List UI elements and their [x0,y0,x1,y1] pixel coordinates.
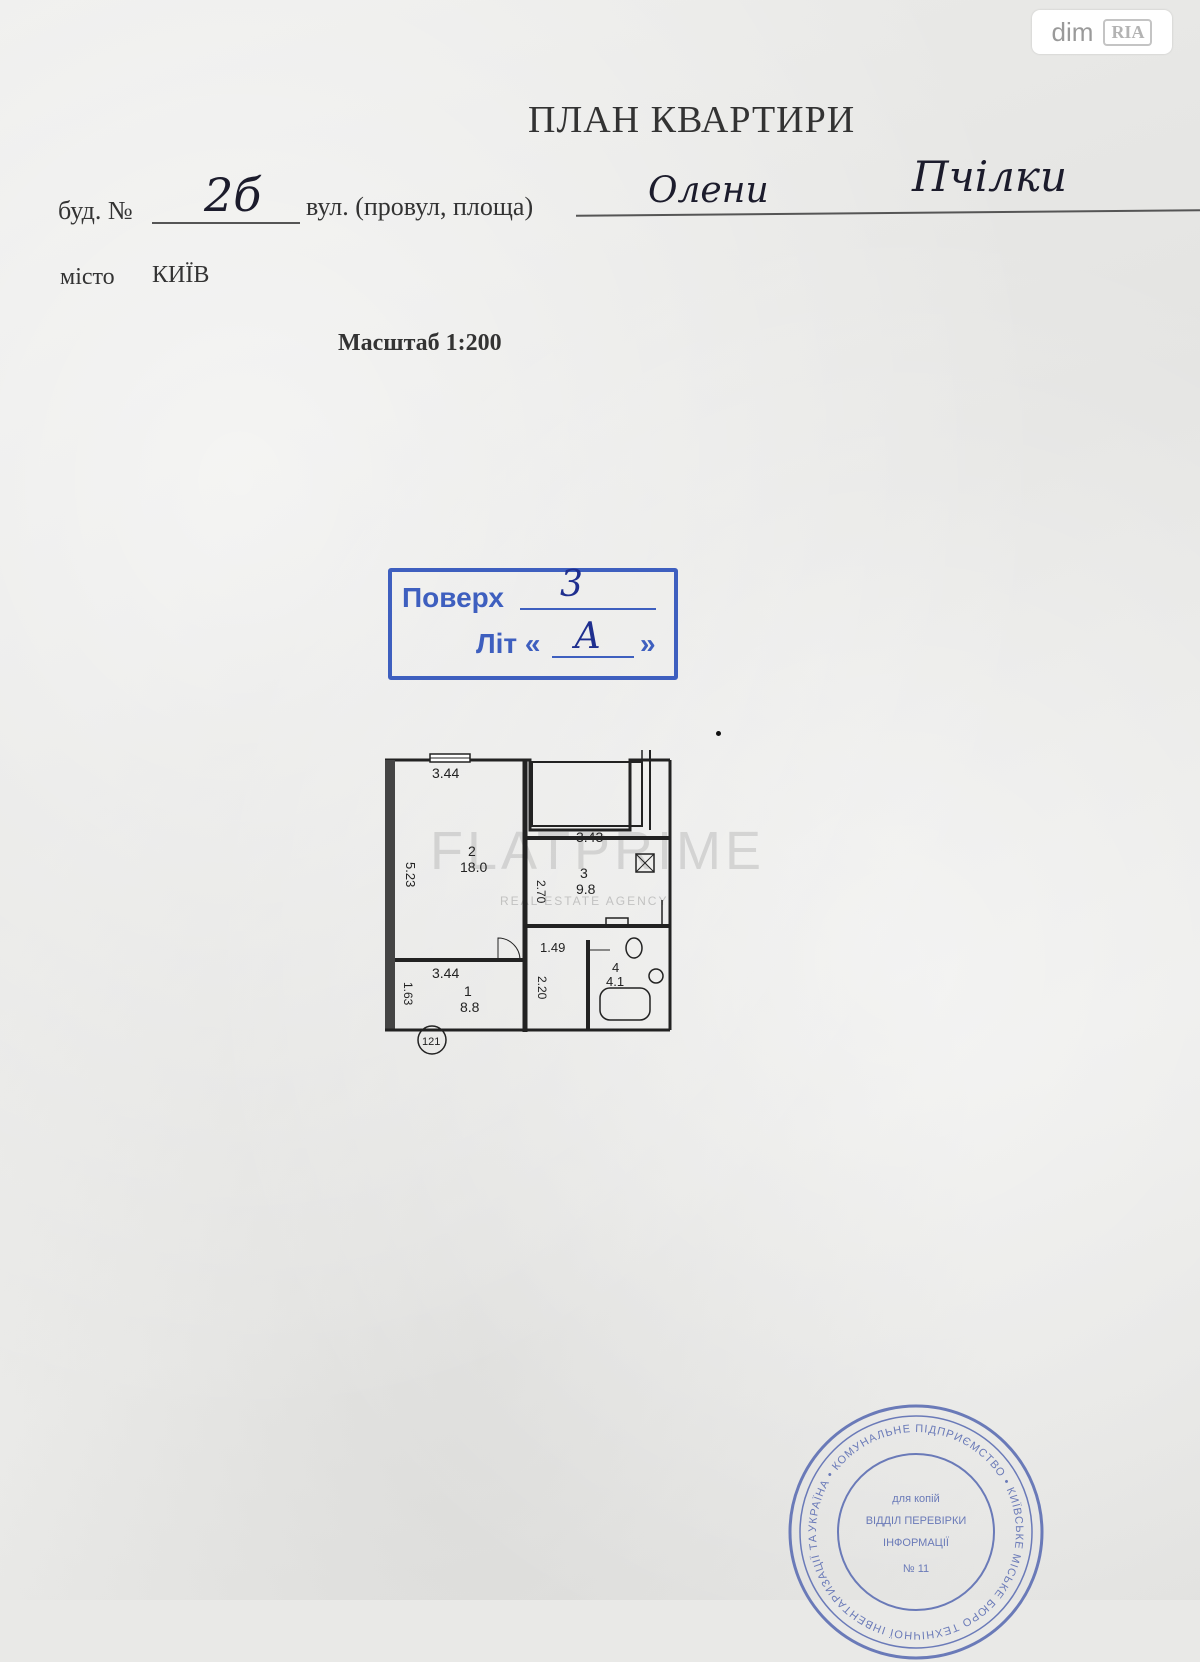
document-title: ПЛАН КВАРТИРИ [528,99,856,141]
building-number: 2б [204,168,262,222]
street-name-part2: Пчілки [912,152,1068,201]
floor-stamp: Поверх 3 Літ « А » [388,564,678,680]
bathtub [599,987,651,1021]
official-seal: УКРАЇНА • КОМУНАЛЬНЕ ПІДПРИЄМСТВО • КИЇВ… [756,1402,1044,1660]
toilet [625,937,643,959]
dim-room3-height: 2.70 [534,880,548,904]
dim-room1-width: 3.44 [432,965,459,981]
room3-number: 3 [580,865,588,881]
stove [635,853,655,873]
dimria-watermark: dim RIA [1032,10,1172,54]
street-label: вул. (провул, площа) [306,192,534,221]
room2-number: 2 [468,843,476,859]
room1-area: 8.8 [460,999,480,1015]
city-label: місто [60,264,115,290]
agency-watermark-subtitle: REAL ESTATE AGENCY [500,894,669,908]
left-wall [385,760,395,1030]
floor-value: 3 [560,564,583,605]
ink-dot [716,731,721,736]
letter-close: » [640,628,656,659]
letter-value: А [574,616,602,657]
building-label: буд. № [58,196,133,225]
dim-hall-height: 2.20 [535,976,549,1000]
floor-plan: 3.44 5.23 3.43 2.70 3.44 1.63 1.49 2.20 … [385,750,672,1055]
letter-line [552,656,634,658]
sink [648,968,664,984]
dim-room2-height: 5.23 [403,862,418,887]
floor-line [520,608,656,610]
city-name: КИЇВ [152,262,210,288]
dim-room1-height: 1.63 [401,982,415,1006]
letter-label: Літ « [476,628,541,659]
street-name-part1: Олени [648,170,769,211]
scale-label: Масштаб 1:200 [338,330,502,356]
room4-number: 4 [612,960,619,975]
section-marker [417,1025,447,1055]
floor-label: Поверх [402,582,504,613]
room1-number: 1 [464,983,472,999]
room2-area: 18.0 [460,859,487,875]
dim-hall-width: 1.49 [540,940,565,955]
dim-room3-width: 3.43 [576,829,603,845]
balcony [531,761,643,827]
section-marker-label: 121 [422,1036,440,1048]
dim-room2-width: 3.44 [432,765,459,781]
document-paper [0,0,1200,1600]
building-number-line [152,222,300,224]
room3-area: 9.8 [576,881,596,897]
seal-line-4: № 11 [903,1563,929,1575]
watermark-ria-logo: RIA [1103,18,1153,46]
seal-line-3: ІНФОРМАЦІЇ [883,1537,950,1549]
watermark-dim-text: dim [1051,16,1094,47]
room4-area: 4.1 [606,974,624,989]
seal-line-1: для копій [892,1493,939,1505]
seal-line-2: ВІДДІЛ ПЕРЕВІРКИ [866,1515,967,1527]
